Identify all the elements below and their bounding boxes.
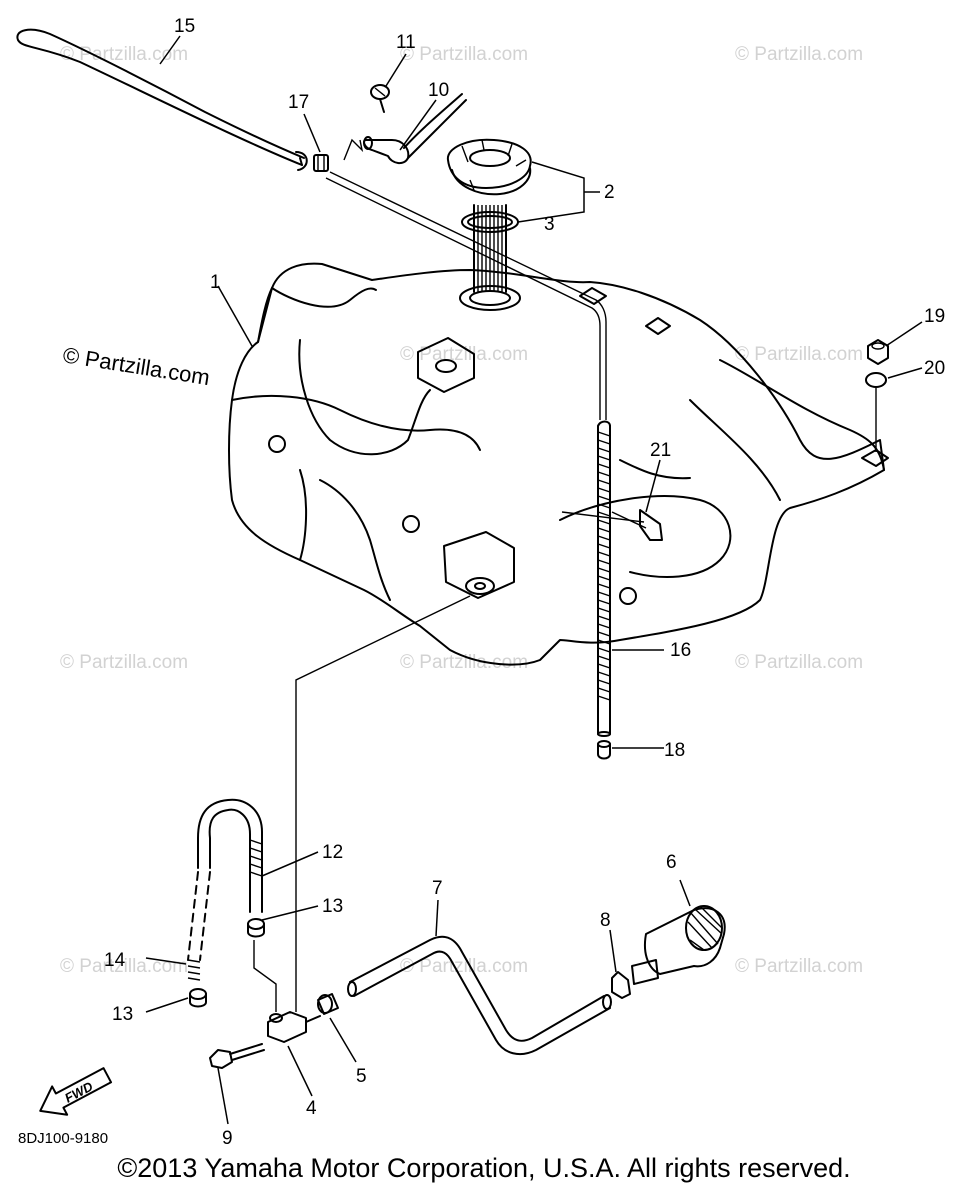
callout-18: 18 [664, 740, 685, 761]
leader-lines [145, 35, 923, 1125]
callout-13-upper: 13 [322, 896, 343, 917]
watermark-text: © Partzilla.com [735, 956, 863, 977]
callout-13-lower: 13 [112, 1004, 133, 1025]
callout-21: 21 [650, 440, 671, 461]
callout-14: 14 [104, 950, 126, 971]
fwd-arrow-icon: FWD [39, 1067, 113, 1116]
callout-17: 17 [288, 92, 309, 113]
outlet-line [295, 595, 471, 1012]
callout-16: 16 [670, 640, 691, 661]
watermark-text: © Partzilla.com [400, 344, 528, 365]
fuel-tank-1 [228, 262, 889, 666]
watermark-text: © Partzilla.com [400, 652, 528, 673]
callout-8: 8 [600, 910, 611, 931]
callout-5: 5 [356, 1066, 367, 1087]
callout-2: 2 [604, 182, 615, 203]
callout-7: 7 [432, 878, 443, 899]
hose-end-18 [597, 740, 611, 760]
fwd-label: FWD [62, 1078, 96, 1105]
hose-clip-8 [611, 971, 631, 999]
callout-numbers: 15 11 10 17 2 3 1 19 20 21 16 18 12 13 1… [104, 16, 945, 1149]
callout-9: 9 [222, 1128, 233, 1149]
callout-20: 20 [924, 358, 945, 379]
callout-1: 1 [210, 272, 221, 293]
petcock-line [253, 940, 277, 1012]
watermarks: © Partzilla.com © Partzilla.com © Partzi… [60, 44, 863, 977]
watermark-text: © Partzilla.com [400, 44, 528, 65]
clamp-21-line [611, 511, 647, 529]
callout-15: 15 [174, 16, 195, 37]
fuel-hose-7 [347, 935, 612, 1056]
vent-line [329, 171, 607, 420]
watermark-text: © Partzilla.com [60, 652, 188, 673]
hose-clip-17 [313, 154, 329, 172]
nut-19 [867, 339, 889, 365]
callout-11: 11 [396, 32, 416, 53]
callout-12: 12 [322, 842, 343, 863]
fuel-filter-6 [631, 905, 726, 985]
hose-clip-13b [189, 988, 207, 1008]
callout-19: 19 [924, 306, 945, 327]
callout-3: 3 [544, 214, 555, 235]
bolt-9 [209, 1043, 265, 1069]
breather-fitting-10 [343, 93, 467, 164]
watermark-text-dark: © Partzilla.com [61, 342, 211, 390]
fuel-hose-14 [187, 871, 211, 981]
watermark-text: © Partzilla.com [60, 956, 188, 977]
callout-10: 10 [428, 80, 449, 101]
watermark-text: © Partzilla.com [400, 956, 528, 977]
filler-strainer [459, 204, 521, 311]
fuel-cap-2 [446, 138, 532, 196]
collar-5 [317, 993, 339, 1015]
watermark-text: © Partzilla.com [60, 44, 188, 65]
vent-line-2 [325, 177, 601, 420]
watermark-text: © Partzilla.com [735, 652, 863, 673]
callout-6: 6 [666, 852, 677, 873]
diagram-code: 8DJ100-9180 [18, 1130, 108, 1147]
fuel-hose-12 [197, 798, 263, 913]
copyright-notice: ©2013 Yamaha Motor Corporation, U.S.A. A… [117, 1153, 851, 1183]
overflow-hose-16 [597, 420, 611, 737]
washer-20 [865, 372, 887, 452]
screw-11 [370, 84, 390, 113]
breather-hose-15 [16, 28, 308, 171]
watermark-text: © Partzilla.com [735, 344, 863, 365]
hose-clip-13a [247, 918, 265, 938]
fuel-cock-4 [267, 1011, 321, 1043]
watermark-text: © Partzilla.com [735, 44, 863, 65]
callout-4: 4 [306, 1098, 317, 1119]
